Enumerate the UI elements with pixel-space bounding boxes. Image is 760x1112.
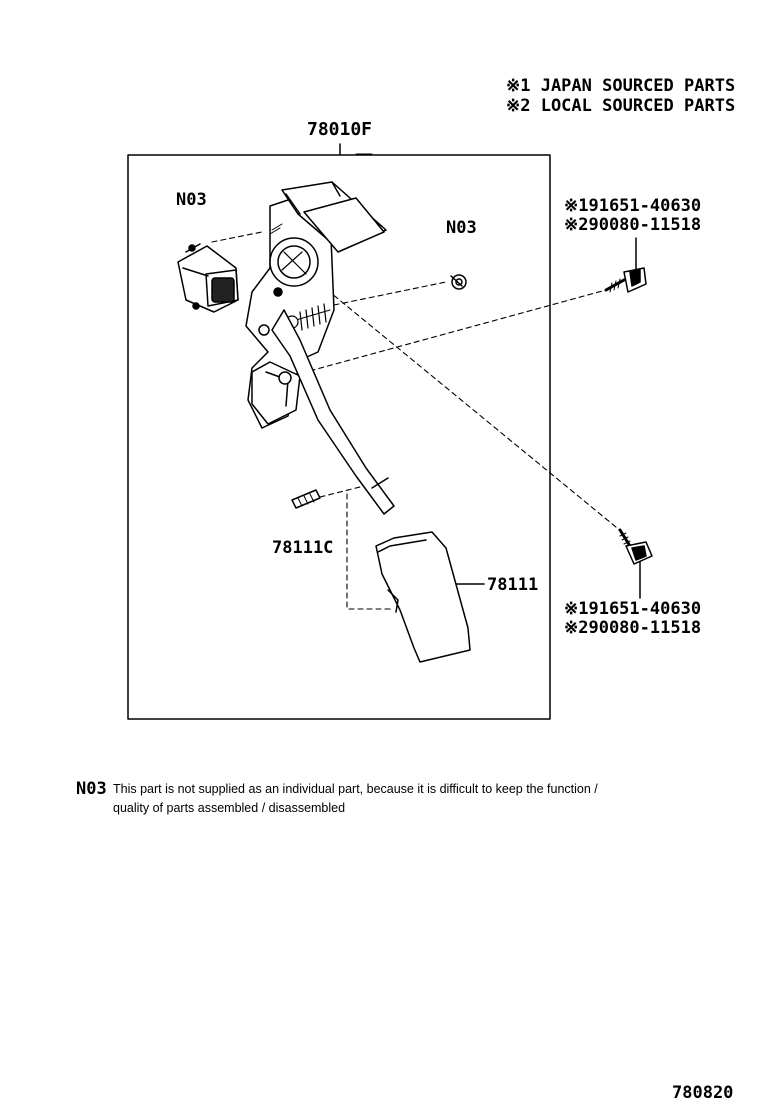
- pad-dash-line: [346, 493, 391, 610]
- figure-number: 780820: [672, 1083, 734, 1103]
- sensor-n03-label[interactable]: N03: [176, 190, 207, 210]
- throttle-sensor-icon: [177, 243, 239, 313]
- upper-bolt-local-part[interactable]: ※290080-11518: [564, 215, 702, 235]
- legend-local-sourced: ※2 LOCAL SOURCED PARTS: [506, 96, 736, 116]
- footnote-text-line2: quality of parts assembled / disassemble…: [113, 801, 346, 815]
- pin-icon: [291, 489, 321, 509]
- n03-nut-icon: [450, 274, 467, 290]
- legend-japan-sourced: ※1 JAPAN SOURCED PARTS: [506, 76, 736, 96]
- pedal-bracket-icon: [245, 181, 387, 429]
- pedal-arm-icon: [271, 309, 395, 515]
- lower-bolt-japan-part[interactable]: ※191651-40630: [564, 599, 702, 619]
- nut-n03-label[interactable]: N03: [446, 218, 477, 238]
- upper-bolt-dash-line: [283, 289, 607, 379]
- footnote-text-line1: This part is not supplied as an individu…: [113, 782, 598, 796]
- pin-part-label[interactable]: 78111C: [272, 538, 334, 558]
- lower-bolt-local-part[interactable]: ※290080-11518: [564, 618, 702, 638]
- pad-part-label[interactable]: 78111: [487, 575, 539, 595]
- sensor-dash-line: [211, 231, 263, 243]
- assembly-part-number[interactable]: 78010F: [307, 119, 373, 140]
- lower-bolt-icon: [618, 528, 653, 565]
- pedal-pad-icon: [375, 531, 471, 663]
- upper-bolt-japan-part[interactable]: ※191651-40630: [564, 196, 702, 216]
- footnote-code: N03: [76, 779, 107, 799]
- nut-dash-line: [333, 281, 447, 306]
- upper-bolt-icon: [604, 267, 647, 293]
- assembly-frame: [127, 143, 551, 720]
- lower-bolt-dash-line: [319, 283, 623, 533]
